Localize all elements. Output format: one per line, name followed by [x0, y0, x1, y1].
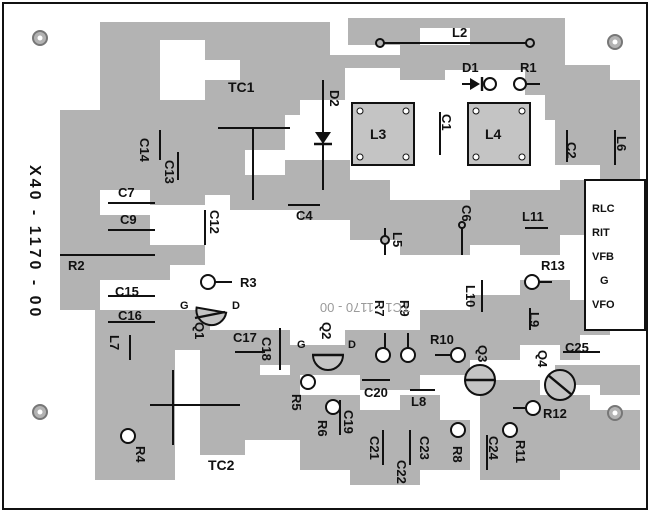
- label-l7: L7: [107, 335, 122, 350]
- label-l6: L6: [614, 136, 629, 151]
- label-c1: C1: [439, 114, 454, 131]
- label-r9: R9: [397, 300, 412, 317]
- label-d-q2: D: [348, 339, 356, 351]
- transistor-q1-icon: [195, 306, 228, 327]
- mounting-hole-center-icon: [37, 35, 43, 41]
- label-q1: Q1: [192, 322, 207, 339]
- label-tc2: TC2: [208, 457, 235, 473]
- label-c4: C4: [296, 208, 313, 223]
- component-labels: L2 D1 R1 TC1 D2 L3 C1 L4 C2 L6 C14 C13 C…: [68, 25, 629, 484]
- label-r13: R13: [541, 258, 565, 273]
- label-c17: C17: [233, 330, 257, 345]
- label-c23: C23: [417, 436, 432, 460]
- label-q2: Q2: [319, 322, 334, 339]
- label-r1: R1: [520, 60, 537, 75]
- pads: [120, 38, 552, 444]
- label-r7: R7: [372, 300, 387, 317]
- mounting-hole-center-icon: [612, 39, 618, 45]
- label-c25: C25: [565, 340, 589, 355]
- label-r6: R6: [315, 420, 330, 437]
- diode-d2-icon: [314, 132, 332, 146]
- label-r11: R11: [513, 440, 528, 463]
- label-c13: C13: [162, 160, 177, 184]
- label-r8: R8: [450, 446, 465, 463]
- diode-d1-icon: [462, 77, 540, 91]
- label-r3: R3: [240, 275, 257, 290]
- label-c18: C18: [259, 337, 274, 361]
- label-l11: L11: [522, 209, 544, 224]
- transistor-q2-icon: [311, 354, 345, 371]
- label-tc1: TC1: [228, 79, 255, 95]
- label-c15: C15: [115, 284, 139, 299]
- label-l2: L2: [452, 25, 467, 40]
- label-r2: R2: [68, 258, 85, 273]
- label-r10: R10: [430, 332, 454, 347]
- label-g-q1: G: [180, 300, 189, 312]
- label-l8: L8: [411, 394, 426, 409]
- label-c7: C7: [118, 185, 135, 200]
- mounting-hole-center-icon: [612, 410, 618, 416]
- mounting-holes: [32, 30, 623, 421]
- label-c16: C16: [118, 308, 142, 323]
- label-c21: C21: [367, 436, 382, 460]
- label-c24: C24: [486, 436, 501, 461]
- connector-vfo: VFO: [592, 299, 615, 311]
- label-d2: D2: [327, 90, 342, 107]
- connector-rit: RIT: [592, 227, 610, 239]
- label-c22: C22: [394, 460, 409, 484]
- label-g-q2: G: [297, 339, 306, 351]
- label-l10: L10: [463, 285, 478, 307]
- label-q3: Q3: [475, 345, 490, 362]
- label-c6: C6: [459, 205, 474, 222]
- label-r12: R12: [543, 406, 567, 421]
- mounting-hole-center-icon: [37, 409, 43, 415]
- label-l3: L3: [370, 126, 387, 142]
- label-l9: L9: [527, 312, 542, 327]
- coil-l3: [351, 102, 415, 166]
- label-r4: R4: [133, 446, 148, 463]
- label-d1: D1: [462, 60, 479, 75]
- label-l5: L5: [390, 232, 405, 247]
- board-id: X40 - 1170 - 00: [26, 165, 43, 319]
- transistors: [194, 306, 576, 401]
- connector-rlc: RLC: [592, 203, 615, 215]
- mirror-text: TC1 - 1170 - 00: [320, 300, 410, 315]
- label-c14: C14: [137, 138, 152, 163]
- silkscreen-lines: [60, 42, 616, 470]
- label-r5: R5: [289, 394, 304, 411]
- label-c9: C9: [120, 212, 137, 227]
- connector-labels: RLC RIT VFB G VFO: [592, 203, 615, 311]
- copper-area: [60, 18, 640, 485]
- label-c2: C2: [564, 142, 579, 159]
- connector-g: G: [600, 275, 609, 287]
- label-c12: C12: [207, 210, 222, 234]
- label-d-q1: D: [232, 300, 240, 312]
- label-c20: C20: [364, 385, 388, 400]
- label-q4: Q4: [535, 350, 550, 368]
- connector-block: [584, 179, 646, 331]
- coil-l4: [467, 102, 531, 166]
- connector-vfb: VFB: [592, 251, 614, 263]
- label-c19: C19: [341, 410, 356, 434]
- label-l4: L4: [485, 126, 502, 142]
